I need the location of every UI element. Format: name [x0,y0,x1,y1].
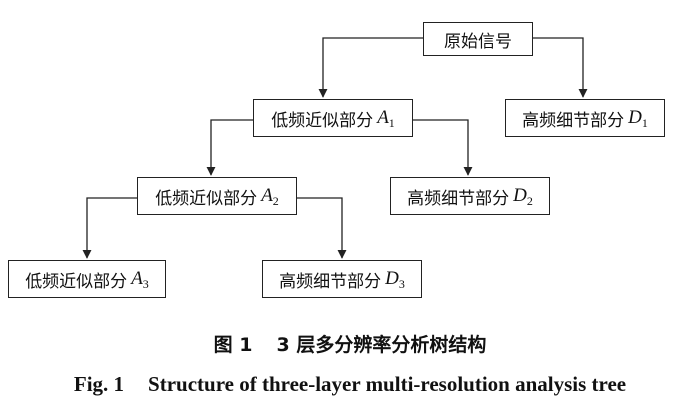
node-label: 低频近似部分 [25,271,128,292]
edge-a1-a2 [206,119,253,176]
caption-zh-label: 图 1 [213,334,253,356]
node-symbol: D [513,185,527,206]
node-high-freq-d1: 高频细节部分 D 1 [505,99,665,137]
node-high-freq-d2: 高频细节部分 D 2 [390,177,550,215]
node-subscript: 1 [641,115,648,130]
node-symbol: D [628,107,642,128]
node-label: 原始信号 [444,31,512,52]
node-subscript: 3 [142,276,149,291]
edge-a2-a3 [82,197,137,259]
caption-english: Fig. 1 Structure of three-layer multi-res… [0,372,700,397]
node-symbol: A [377,107,389,128]
node-subscript: 1 [388,115,395,130]
edge-root-a1 [318,37,423,98]
caption-chinese: 图 1 3 层多分辨率分析树结构 [0,330,700,357]
node-label: 低频近似部分 [271,110,374,131]
node-symbol: D [385,268,399,289]
edge-a2-d3 [297,197,347,259]
node-low-freq-a2: 低频近似部分 A 2 [137,177,297,215]
caption-en-title: Structure of three-layer multi-resolutio… [148,372,627,396]
node-label: 高频细节部分 [407,188,510,209]
node-low-freq-a1: 低频近似部分 A 1 [253,99,413,137]
caption-zh-title: 3 层多分辨率分析树结构 [276,334,487,356]
node-subscript: 3 [398,276,405,291]
node-symbol: A [131,268,143,289]
node-symbol: A [261,185,273,206]
node-original-signal: 原始信号 [423,22,533,56]
node-label: 高频细节部分 [279,271,382,292]
caption-en-label: Fig. 1 [73,372,125,396]
node-high-freq-d3: 高频细节部分 D 3 [262,260,422,298]
edge-root-d1 [533,37,588,98]
node-subscript: 2 [272,193,279,208]
node-label: 低频近似部分 [155,188,258,209]
node-subscript: 2 [526,193,533,208]
node-low-freq-a3: 低频近似部分 A 3 [8,260,166,298]
node-label: 高频细节部分 [522,110,625,131]
edge-a1-d2 [413,119,473,176]
